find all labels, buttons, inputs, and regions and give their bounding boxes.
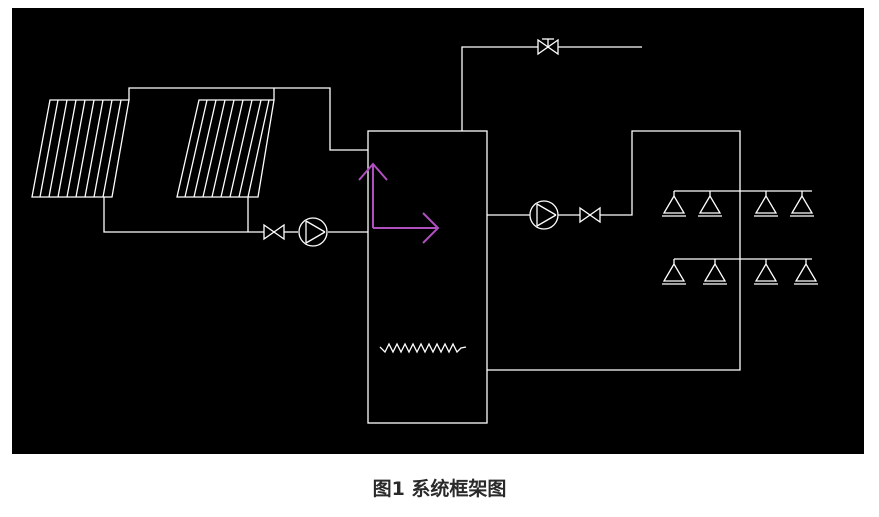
sprinkler-head <box>662 259 686 285</box>
figure-caption: 图1 系统框架图 <box>372 478 507 500</box>
collector-loop-piping <box>103 87 368 233</box>
storage-tank <box>367 130 488 424</box>
sprinkler-head <box>794 259 818 285</box>
sprinkler-head <box>703 259 727 285</box>
axis-arrows <box>358 162 440 244</box>
sprinkler-head <box>754 259 778 285</box>
gate-valve-1 <box>263 223 285 241</box>
diagram-panel <box>12 8 864 454</box>
sprinkler-head <box>698 191 722 217</box>
circulation-pump-2 <box>529 200 559 230</box>
circulation-pump-1 <box>298 217 328 247</box>
heating-coil <box>379 342 467 354</box>
top-outlet-pipe <box>461 46 642 131</box>
system-diagram <box>31 38 818 424</box>
sprinkler-row-1 <box>662 190 814 217</box>
sprinkler-head <box>754 191 778 217</box>
gate-valve-top <box>537 38 559 56</box>
sprinkler-row-2 <box>662 258 818 285</box>
gate-valve-2 <box>579 206 601 224</box>
sprinkler-head <box>662 191 686 217</box>
sprinkler-head <box>790 191 814 217</box>
sprinkler-supply-piping <box>487 130 741 371</box>
solar-collector-1 <box>31 99 130 198</box>
solar-collector-2 <box>176 99 275 198</box>
